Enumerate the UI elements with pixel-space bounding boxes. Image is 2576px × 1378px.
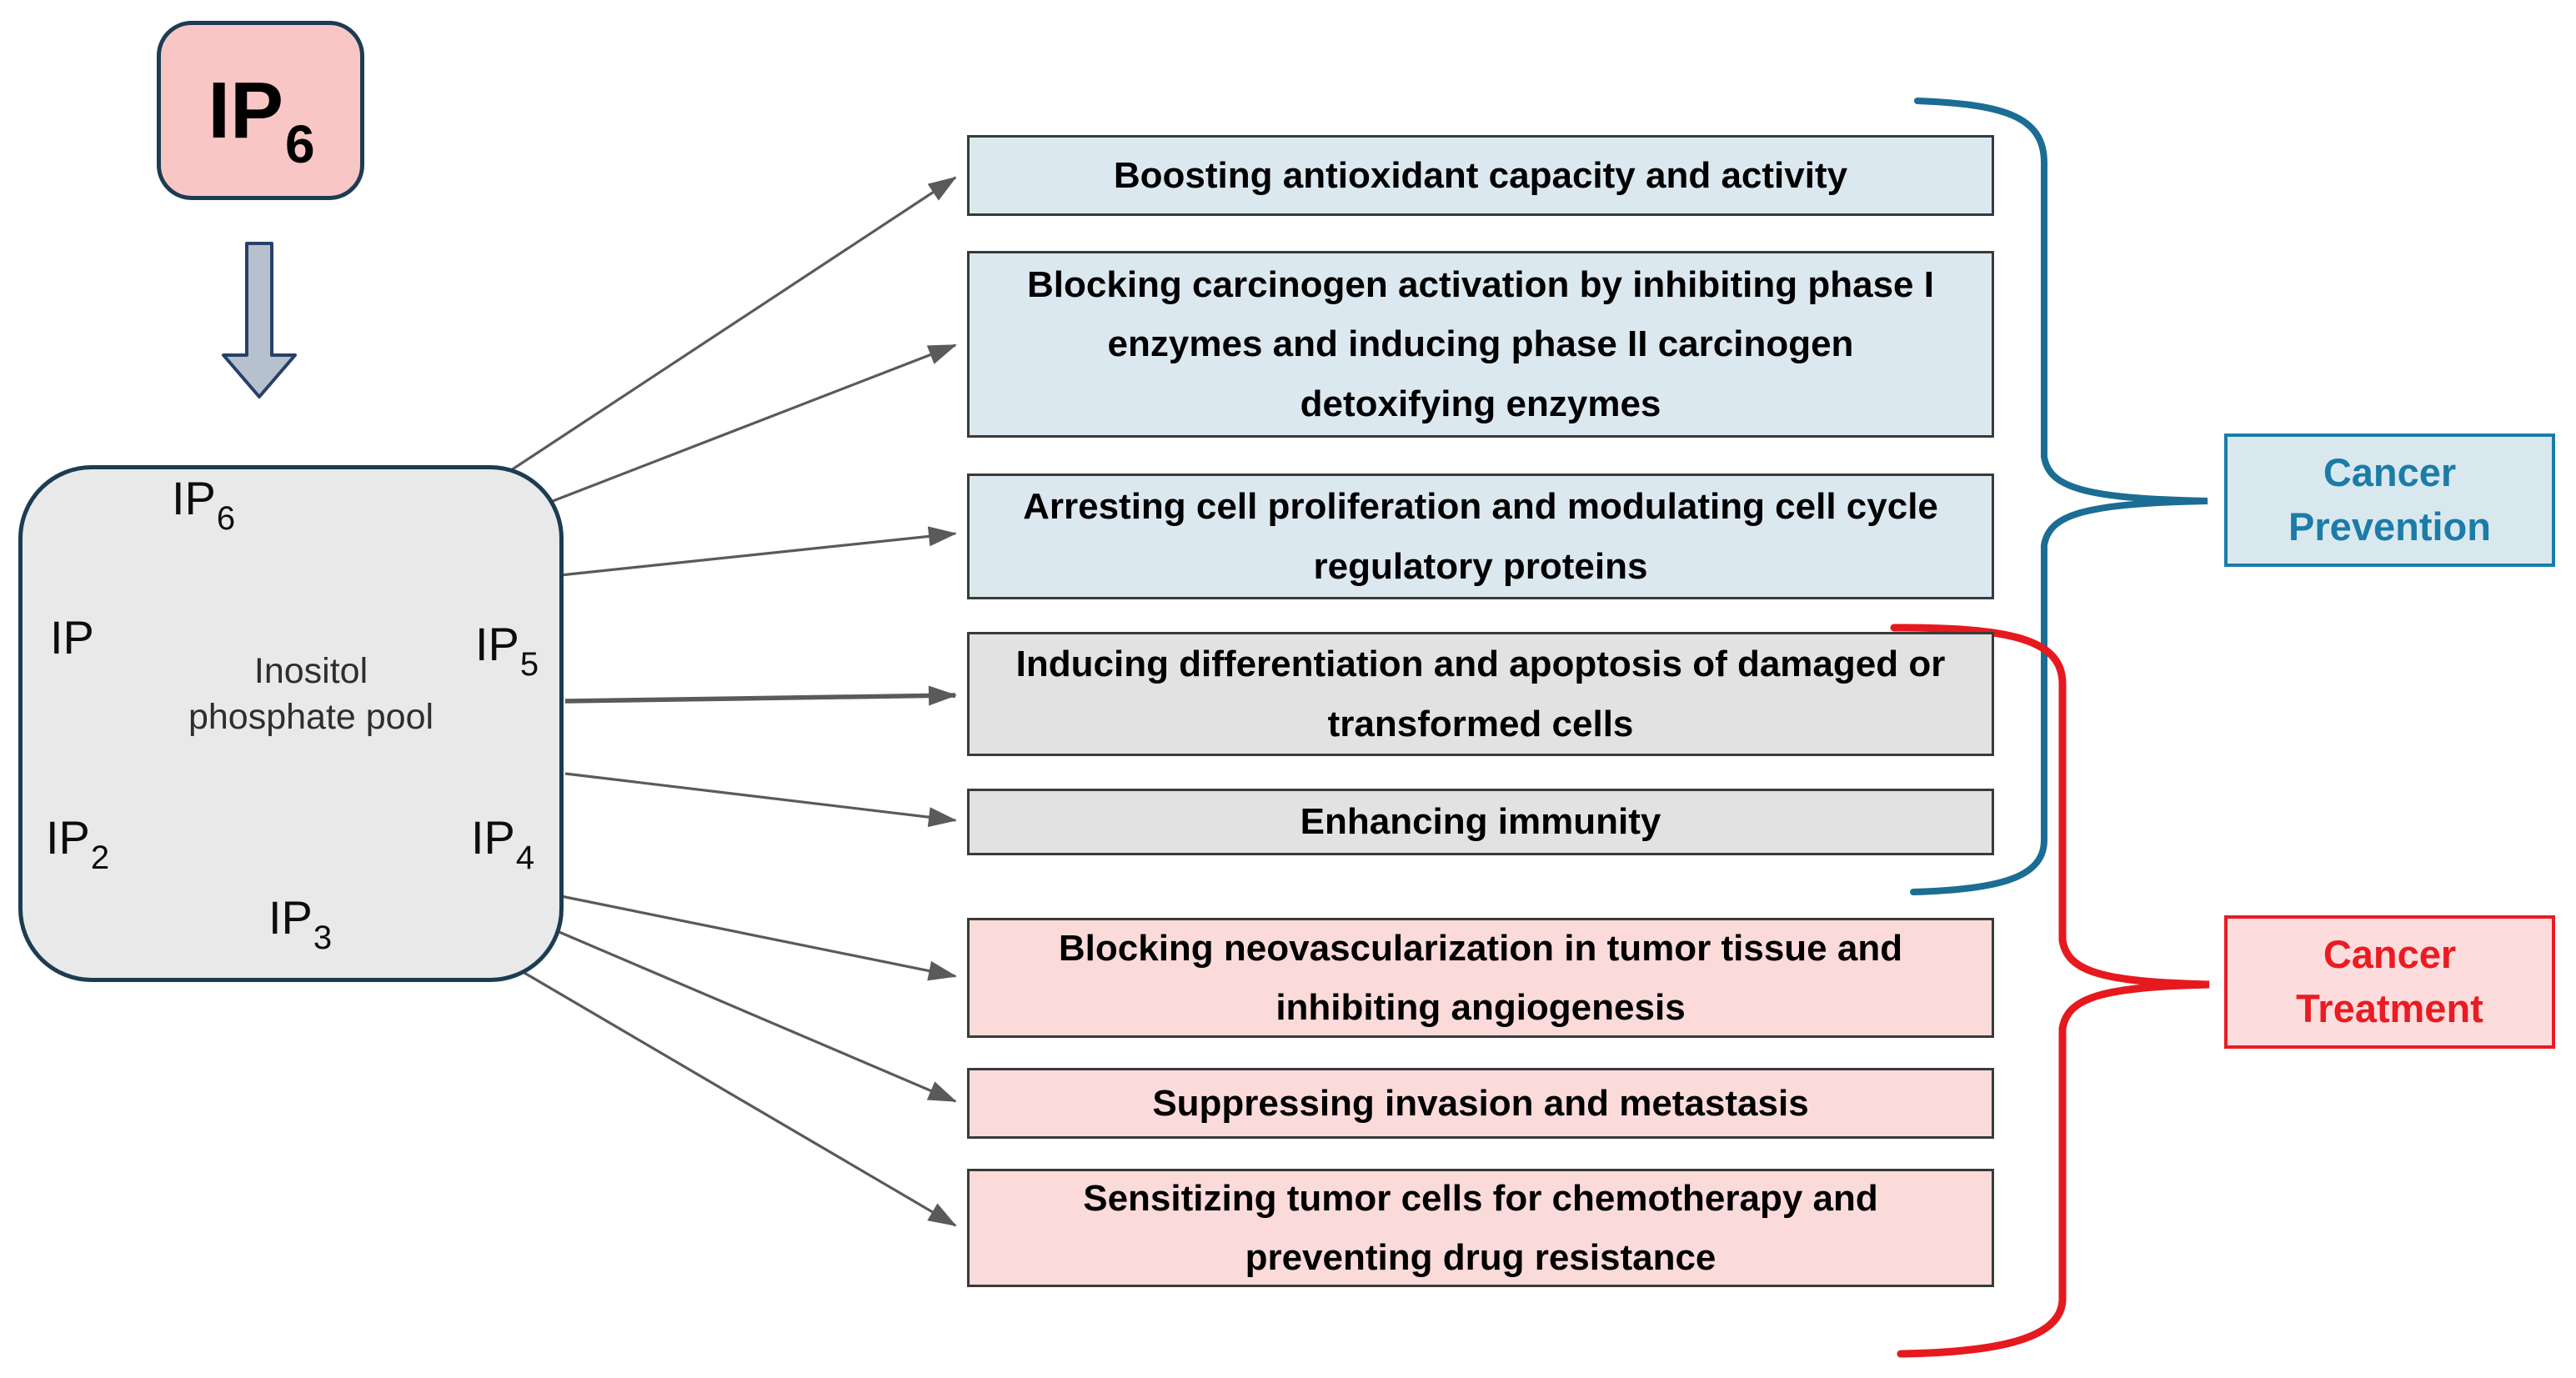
category-box-cancer-prevention: Cancer Prevention xyxy=(2224,433,2555,567)
cycle-label-ip5: IP5 xyxy=(475,618,539,683)
effect-box-carcinogen-activation: Blocking carcinogen activation by inhibi… xyxy=(967,251,1994,438)
source-node-label: IP6 xyxy=(208,65,315,174)
effect-box-chemo-sensitizing: Sensitizing tumor cells for chemotherapy… xyxy=(967,1169,1994,1287)
effect-box-antioxidant: Boosting antioxidant capacity and activi… xyxy=(967,135,1994,216)
arrow-effect-1-icon xyxy=(508,176,957,474)
effect-box-label: Suppressing invasion and metastasis xyxy=(1152,1082,1809,1124)
source-to-pool-arrow-icon xyxy=(222,242,297,398)
cycle-label-ip: IP xyxy=(50,611,94,664)
effect-arrows xyxy=(499,176,957,1227)
arrow-effect-3-icon xyxy=(559,526,957,577)
effect-box-label: Sensitizing tumor cells for chemotherapy… xyxy=(1083,1177,1878,1278)
arrow-effect-7-icon xyxy=(537,921,957,1103)
effect-box-immunity: Enhancing immunity xyxy=(967,789,1994,855)
inositol-phosphate-pool xyxy=(18,465,564,982)
effect-box-cell-proliferation: Arresting cell proliferation and modulat… xyxy=(967,474,1994,599)
effect-box-neovascularization: Blocking neovascularization in tumor tis… xyxy=(967,918,1994,1038)
cycle-label-ip4: IP4 xyxy=(471,811,535,876)
category-label: Cancer Prevention xyxy=(2288,450,2491,549)
pool-center-label: Inositol phosphate pool xyxy=(188,651,434,738)
arrow-effect-8-icon xyxy=(499,957,957,1227)
arrow-effect-4-icon xyxy=(564,685,957,706)
cycle-label-ip2: IP2 xyxy=(46,811,110,876)
effect-box-label: Boosting antioxidant capacity and activi… xyxy=(1113,154,1848,196)
arrow-effect-2-icon xyxy=(537,343,957,509)
effect-box-label: Arresting cell proliferation and modulat… xyxy=(1023,486,1938,587)
effect-box-label: Blocking carcinogen activation by inhibi… xyxy=(1027,264,1934,424)
cycle-label-ip6: IP6 xyxy=(172,472,236,537)
cycle-label-ip3: IP3 xyxy=(268,891,333,956)
arrow-effect-5-icon xyxy=(564,772,957,828)
effect-box-differentiation-apoptosis: Inducing differentiation and apoptosis o… xyxy=(967,632,1994,756)
effect-box-label: Blocking neovascularization in tumor tis… xyxy=(1058,927,1903,1028)
category-label: Cancer Treatment xyxy=(2296,932,2483,1030)
effect-box-label: Inducing differentiation and apoptosis o… xyxy=(1015,644,1946,744)
effect-box-invasion-metastasis: Suppressing invasion and metastasis xyxy=(967,1068,1994,1139)
category-box-cancer-treatment: Cancer Treatment xyxy=(2224,915,2555,1049)
source-node-ip6: IP6 xyxy=(157,21,364,200)
effect-box-label: Enhancing immunity xyxy=(1300,801,1661,843)
arrow-effect-6-icon xyxy=(556,894,957,981)
